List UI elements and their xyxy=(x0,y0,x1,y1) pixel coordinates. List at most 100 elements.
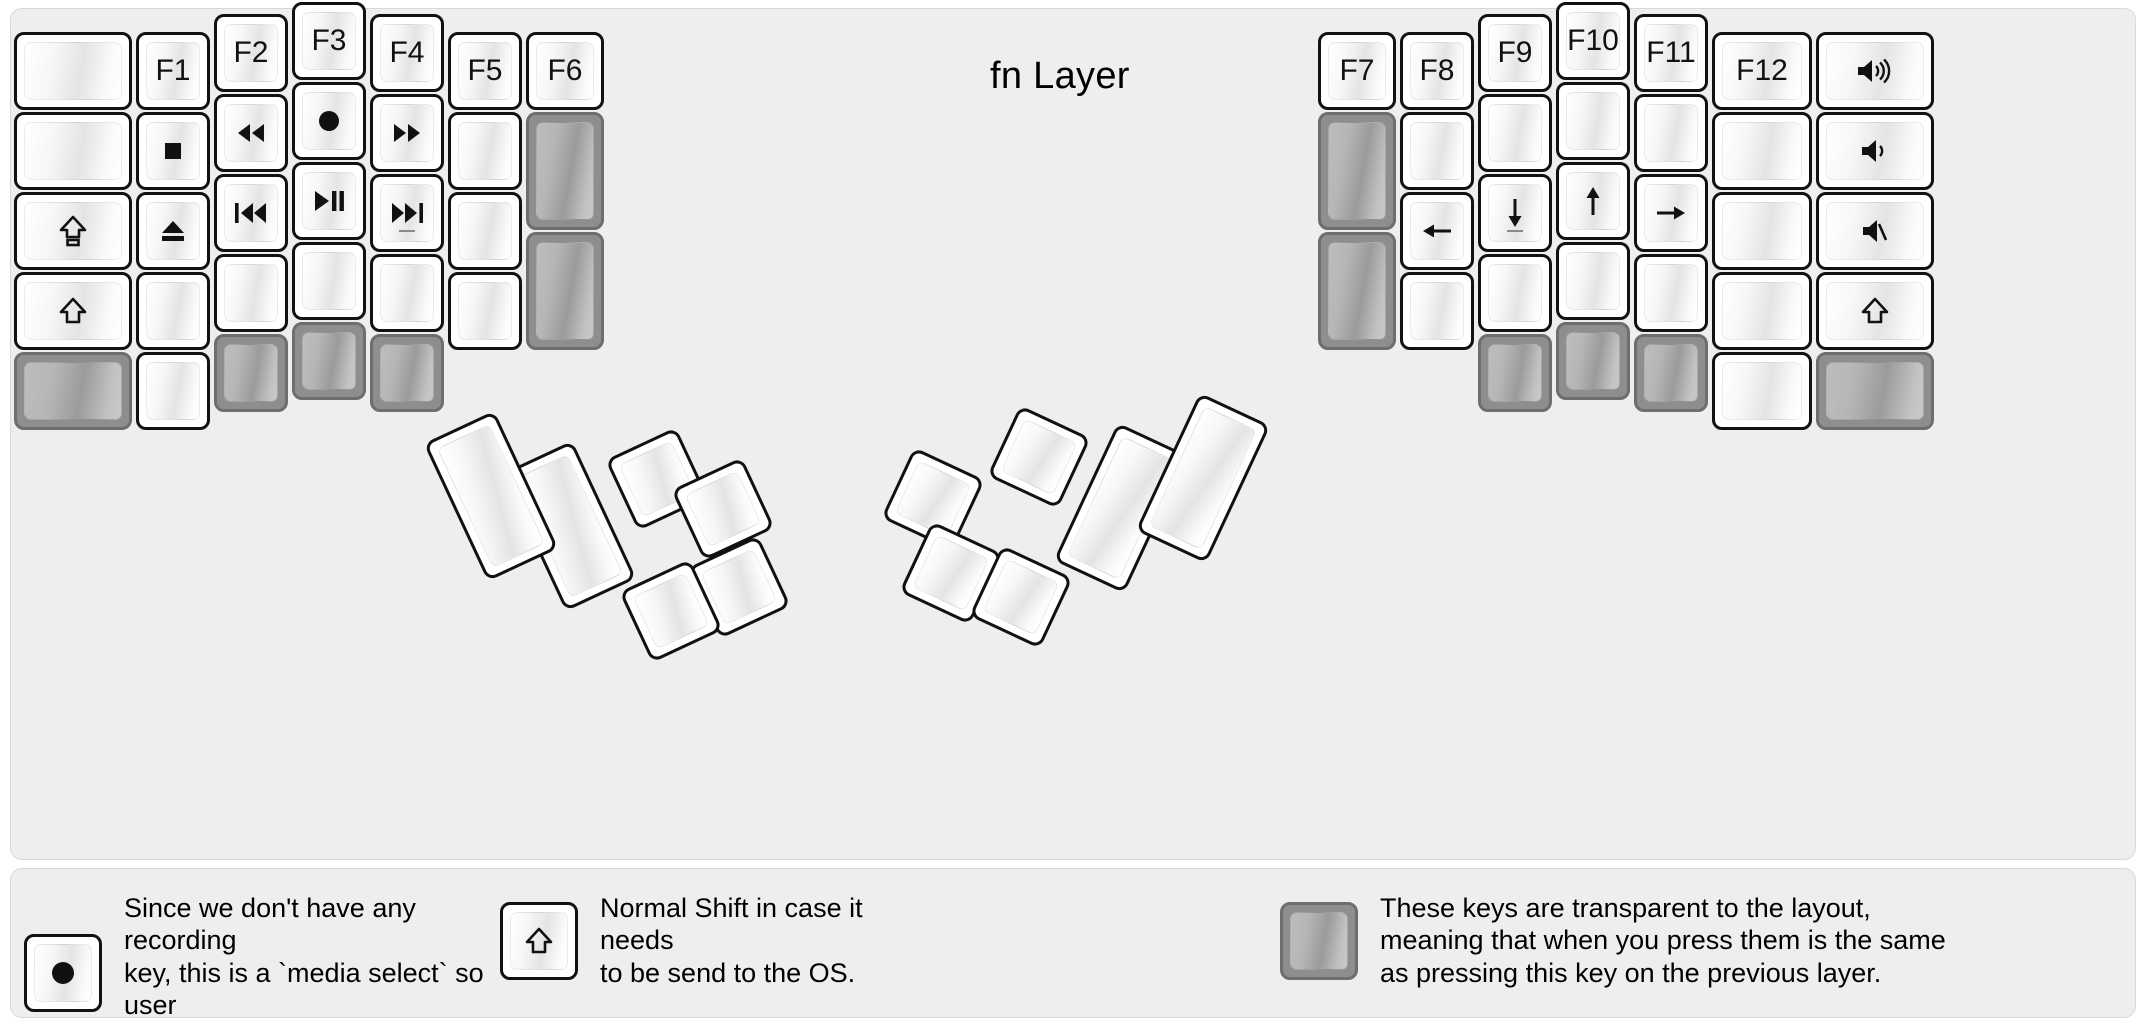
keycap-l-c6-r1[interactable] xyxy=(526,112,604,230)
volume-up-icon xyxy=(1853,56,1897,86)
keycap-r-c5-r2[interactable] xyxy=(1712,192,1812,270)
keycap-l-c1-r2[interactable] xyxy=(136,192,210,270)
keycap-r-c2-r0[interactable]: F9 xyxy=(1478,14,1552,92)
keycap-l-c0-r0[interactable] xyxy=(14,32,132,110)
keycap-l-c2-r2[interactable] xyxy=(214,174,288,252)
keycap-r-c3-r0[interactable]: F10 xyxy=(1556,2,1630,80)
keycap-face xyxy=(1566,332,1620,390)
keycap-face xyxy=(224,344,278,402)
keycap-l-c0-r2[interactable] xyxy=(14,192,132,270)
keycap-face xyxy=(302,92,356,150)
keycap-l-c5-r3[interactable] xyxy=(448,272,522,350)
keycap-face xyxy=(1410,122,1464,180)
keycap-l-c4-r3[interactable] xyxy=(370,254,444,332)
keycap-l-c4-r4[interactable] xyxy=(370,334,444,412)
keycap-face xyxy=(1000,418,1078,496)
keycap-r-c4-r0[interactable]: F11 xyxy=(1634,14,1708,92)
keycap-face xyxy=(1328,122,1386,220)
keycap-submark xyxy=(399,230,415,232)
keycap-l-c5-r1[interactable] xyxy=(448,112,522,190)
keycap-l-c1-r3[interactable] xyxy=(136,272,210,350)
keycap-r-c1-r1[interactable] xyxy=(1400,112,1474,190)
keycap-l-c3-r1[interactable] xyxy=(292,82,366,160)
keycap-l-c3-r3[interactable] xyxy=(292,242,366,320)
keycap-l-c3-r0[interactable]: F3 xyxy=(292,2,366,80)
keycap-l-c1-r0[interactable]: F1 xyxy=(136,32,210,110)
keycap-r-c1-r2[interactable] xyxy=(1400,192,1474,270)
arrow-left-icon xyxy=(1419,218,1455,244)
keycap-r-c2-r2[interactable] xyxy=(1478,174,1552,252)
caps-lock-icon xyxy=(58,214,88,248)
keycap-r-c3-r2[interactable] xyxy=(1556,162,1630,240)
keycap-r-c4-r1[interactable] xyxy=(1634,94,1708,172)
keycap-r-c6-r0[interactable] xyxy=(1816,32,1934,110)
keycap-l-c5-r0[interactable]: F5 xyxy=(448,32,522,110)
keycap-face: F10 xyxy=(1566,12,1620,70)
keycap-label: F12 xyxy=(1736,54,1788,87)
keycap-l-c1-r1[interactable] xyxy=(136,112,210,190)
legend-item-transparent: These keys are transparent to the layout… xyxy=(1280,892,2100,989)
keycap-face xyxy=(24,122,122,180)
keycap-l-c2-r0[interactable]: F2 xyxy=(214,14,288,92)
keycap-r-c2-r4[interactable] xyxy=(1478,334,1552,412)
keycap-r-c5-r0[interactable]: F12 xyxy=(1712,32,1812,110)
keycap-l-c3-r2[interactable] xyxy=(292,162,366,240)
keycap-l-c0-r3[interactable] xyxy=(14,272,132,350)
keycap-label: F6 xyxy=(547,54,583,87)
keycap-face xyxy=(1644,344,1698,402)
keycap-r-c4-r3[interactable] xyxy=(1634,254,1708,332)
media-fast-forward-icon xyxy=(389,120,425,146)
keycap-r-c5-r1[interactable] xyxy=(1712,112,1812,190)
keycap-face xyxy=(1722,122,1802,180)
keycap-face xyxy=(146,362,200,420)
keycap-l-c4-r0[interactable]: F4 xyxy=(370,14,444,92)
keycap-r-c1-r0[interactable]: F8 xyxy=(1400,32,1474,110)
keycap-l-c4-r2[interactable] xyxy=(370,174,444,252)
keycap-r-c6-r3[interactable] xyxy=(1816,272,1934,350)
keycap-l-c6-r0[interactable]: F6 xyxy=(526,32,604,110)
keycap-r-c6-r1[interactable] xyxy=(1816,112,1934,190)
keycap-r-c5-r4[interactable] xyxy=(1712,352,1812,430)
keycap-r-c5-r3[interactable] xyxy=(1712,272,1812,350)
keycap-label: F5 xyxy=(467,54,503,87)
keycap-face xyxy=(24,362,122,420)
keycap-face xyxy=(458,202,512,260)
keycap-face xyxy=(1826,282,1924,340)
keycap-r-c3-r3[interactable] xyxy=(1556,242,1630,320)
keycap-r-c2-r3[interactable] xyxy=(1478,254,1552,332)
keycap-l-c4-r1[interactable] xyxy=(370,94,444,172)
keycap-l-c0-r4[interactable] xyxy=(14,352,132,430)
keycap-face: F12 xyxy=(1722,42,1802,100)
keycap-l-c5-r2[interactable] xyxy=(448,192,522,270)
keycap-r-c3-r1[interactable] xyxy=(1556,82,1630,160)
keycap-l-c0-r1[interactable] xyxy=(14,112,132,190)
keycap-r-c4-r2[interactable] xyxy=(1634,174,1708,252)
keycap-face xyxy=(1488,184,1542,242)
keycap-l-c2-r3[interactable] xyxy=(214,254,288,332)
keycap-l-c2-r4[interactable] xyxy=(214,334,288,412)
media-eject-icon xyxy=(157,216,189,246)
arrow-right-icon xyxy=(1653,200,1689,226)
legend-text-record: Since we don't have any recording key, t… xyxy=(124,893,484,1026)
keycap-l-c3-r4[interactable] xyxy=(292,322,366,400)
keycap-r-c6-r4[interactable] xyxy=(1816,352,1934,430)
keycap-r-c0-r0[interactable]: F7 xyxy=(1318,32,1396,110)
media-stop-icon xyxy=(158,136,188,166)
keycap-face xyxy=(1826,362,1924,420)
keycap-l-c6-r2[interactable] xyxy=(526,232,604,350)
keycap-l-c2-r1[interactable] xyxy=(214,94,288,172)
keycap-face xyxy=(224,184,278,242)
keycap-r-c3-r4[interactable] xyxy=(1556,322,1630,400)
keycap-face: F6 xyxy=(536,42,594,100)
keycap-r-c1-r3[interactable] xyxy=(1400,272,1474,350)
keycap-r-c2-r1[interactable] xyxy=(1478,94,1552,172)
keycap-r-c6-r2[interactable] xyxy=(1816,192,1934,270)
keycap-face xyxy=(1722,202,1802,260)
keycap-r-c4-r4[interactable] xyxy=(1634,334,1708,412)
shift-icon xyxy=(58,295,88,327)
keycap-l-c1-r4[interactable] xyxy=(136,352,210,430)
keycap-face xyxy=(380,184,434,242)
keycap-r-c0-r1[interactable] xyxy=(1318,112,1396,230)
keycap-r-c0-r2[interactable] xyxy=(1318,232,1396,350)
legend-text-transparent: These keys are transparent to the layout… xyxy=(1380,893,1946,988)
